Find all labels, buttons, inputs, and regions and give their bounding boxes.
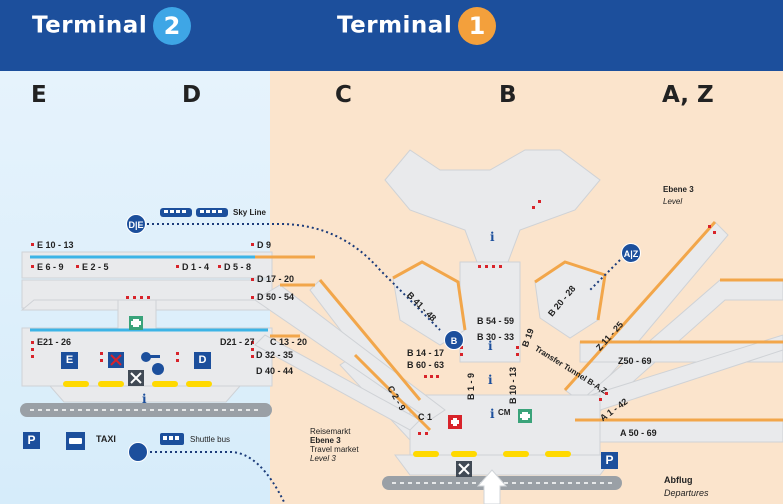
concourse-b-letter: B: [499, 82, 517, 108]
gate-d40-44: D 40 - 44: [256, 366, 294, 376]
terminal-2-label: Terminal: [32, 12, 148, 39]
concourse-b-marker[interactable]: B: [444, 330, 464, 350]
skyline-route: [140, 223, 621, 504]
cm-label: CM: [498, 408, 511, 417]
reisemarkt-label-2: Ebene 3: [310, 436, 341, 445]
svg-text:i: i: [490, 407, 495, 421]
gate-d1-4: D 1 - 4: [182, 262, 210, 272]
gate-a50-69: A 50 - 69: [620, 428, 657, 438]
concourse-e-sign: E: [61, 352, 78, 369]
concourse-c-letter: C: [335, 82, 352, 108]
gate-c13-20: C 13 - 20: [270, 337, 308, 347]
gate-b54-59: B 54 - 59: [477, 316, 515, 326]
gate-b1-9: B 1 - 9: [466, 372, 476, 400]
skyline-az-marker[interactable]: A|Z: [621, 243, 641, 263]
sky-line-tracks: [30, 255, 268, 332]
svg-text:i: i: [488, 373, 493, 387]
concourse-e-letter: E: [31, 82, 47, 108]
gate-b14-17: B 14 - 17: [407, 348, 445, 358]
shuttle-bus-label: Shuttle bus: [190, 435, 231, 444]
entrance-arrow-icon: [476, 469, 508, 504]
terminal-2-badge: 2: [153, 7, 192, 45]
gate-markers: [31, 200, 716, 435]
runway-t2: [20, 403, 272, 417]
bus-stop-marker[interactable]: [128, 442, 148, 462]
gate-e2-5: E 2 - 5: [82, 262, 109, 272]
reisemarkt-label-4: Level 3: [310, 454, 336, 463]
terminal-1-badge: 1: [458, 7, 497, 45]
svg-text:i: i: [488, 339, 493, 353]
gate-e10-13: E 10 - 13: [37, 240, 74, 250]
gate-b30-33: B 30 - 33: [477, 332, 515, 342]
gate-d32-35: D 32 - 35: [256, 350, 294, 360]
parking-t2-icon: P: [23, 432, 40, 449]
gate-b60-63: B 60 - 63: [407, 360, 445, 370]
reisemarkt-label-1: Reisemarkt: [310, 427, 351, 436]
terminal-1-label: Terminal: [337, 12, 453, 39]
ebene3-label: Ebene 3: [663, 185, 694, 194]
gate-z50-69: Z50 - 69: [618, 356, 652, 366]
gate-d21-27: D21 - 27: [220, 337, 255, 347]
info-icons: i i i i i: [142, 230, 495, 421]
gate-d9: D 9: [257, 240, 272, 250]
svg-text:i: i: [490, 230, 495, 244]
concourse-az-letter: A, Z: [662, 82, 714, 108]
gate-e6-9: E 6 - 9: [37, 262, 64, 272]
walkways: [63, 381, 571, 457]
sky-line-label: Sky Line: [233, 208, 266, 217]
gate-d17-20: D 17 - 20: [257, 274, 295, 284]
sky-line-train-icon: [160, 208, 228, 217]
concourse-d-sign: D: [194, 352, 211, 369]
pier-edges: [270, 221, 783, 432]
svg-text:i: i: [142, 392, 147, 406]
concourse-d-letter: D: [182, 82, 202, 108]
gate-e21-26: E21 - 26: [37, 337, 72, 347]
taxi-label: TAXI: [96, 434, 116, 444]
terminal-1-buildings: [254, 149, 783, 476]
gate-d50-54: D 50 - 54: [257, 292, 295, 302]
map-header: [0, 0, 783, 71]
shuttle-bus-icon: [160, 433, 184, 445]
medical-icon: [129, 316, 532, 423]
parking-t1-icon: P: [601, 452, 618, 469]
gate-b10-13: B 10 - 13: [508, 366, 518, 404]
skyline-de-marker[interactable]: D|E: [126, 214, 146, 234]
gate-d5-8: D 5 - 8: [224, 262, 252, 272]
abflug-label: Abflug: [664, 475, 693, 485]
departures-label: Departures: [664, 488, 709, 498]
level-label: Level: [663, 197, 683, 206]
taxi-icon: [66, 432, 85, 450]
gate-c1: C 1: [418, 412, 433, 422]
first-aid-icon: [448, 415, 462, 429]
facility-icons: [108, 352, 472, 477]
terminal-2-buildings: [20, 251, 274, 403]
reisemarkt-label-3: Travel market: [310, 445, 359, 454]
